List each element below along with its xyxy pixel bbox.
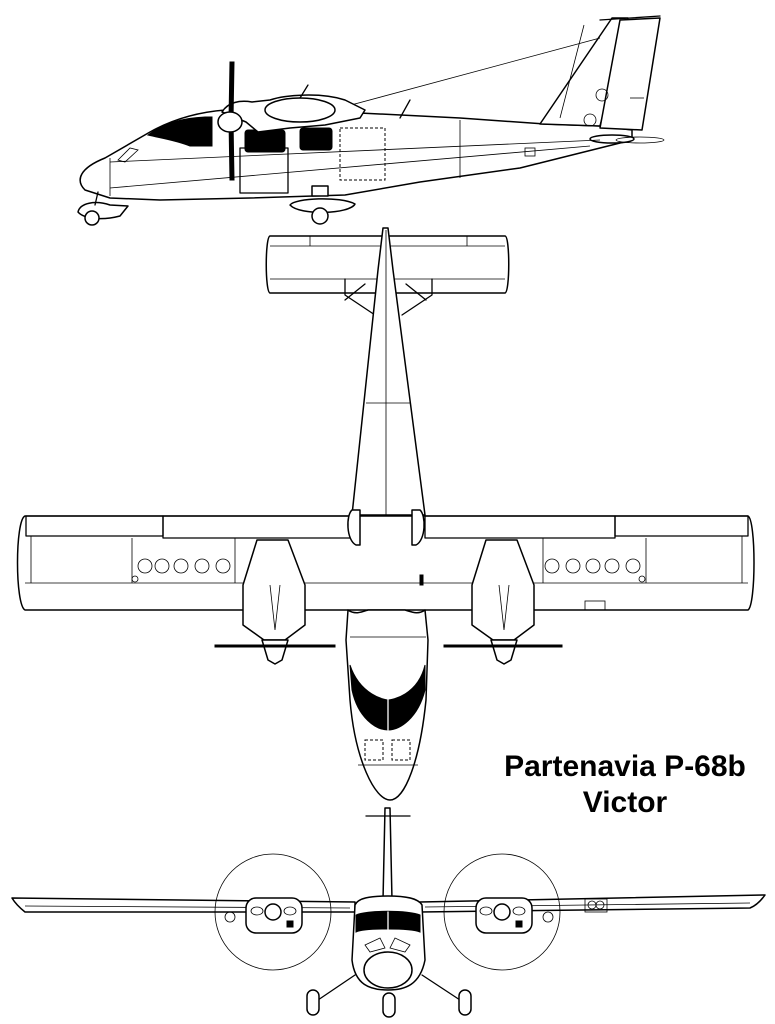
front-left-wing — [11, 897, 356, 913]
front-nose-wheel — [382, 992, 396, 1018]
side-main-gear-fairing — [289, 198, 356, 214]
side-rudder — [599, 17, 661, 131]
top-right-spinner — [490, 639, 518, 665]
side-fuselage — [79, 109, 633, 201]
top-left-propeller — [214, 644, 336, 648]
side-window-2 — [299, 127, 333, 151]
top-left-fuel-caps — [131, 558, 231, 583]
front-view — [11, 807, 766, 1018]
top-fuselage-boom — [351, 227, 426, 516]
side-windshield — [146, 116, 213, 147]
drawing-subtitle: Victor — [582, 786, 668, 819]
top-wing — [16, 515, 755, 611]
front-right-propeller-disc — [443, 853, 561, 971]
side-spinner — [217, 111, 243, 133]
front-vertical-fin — [382, 807, 393, 901]
drawing-title: Partenavia P-68b — [504, 750, 746, 783]
top-windshield — [349, 664, 426, 731]
top-right-propeller — [443, 644, 563, 648]
front-left-main-wheel — [306, 989, 320, 1016]
side-main-wheel — [311, 207, 329, 225]
top-left-spinner — [261, 639, 289, 665]
front-right-main-wheel — [458, 989, 472, 1016]
side-cargo-door — [339, 127, 386, 181]
side-window-1 — [244, 129, 286, 153]
side-nose-wheel — [84, 210, 100, 226]
top-right-fuel-caps — [544, 558, 646, 583]
side-tailplane — [589, 134, 635, 144]
top-view — [16, 227, 755, 801]
side-door — [239, 147, 289, 194]
front-left-propeller-disc — [214, 853, 332, 971]
top-right-aileron — [614, 515, 749, 537]
side-view — [77, 15, 665, 226]
